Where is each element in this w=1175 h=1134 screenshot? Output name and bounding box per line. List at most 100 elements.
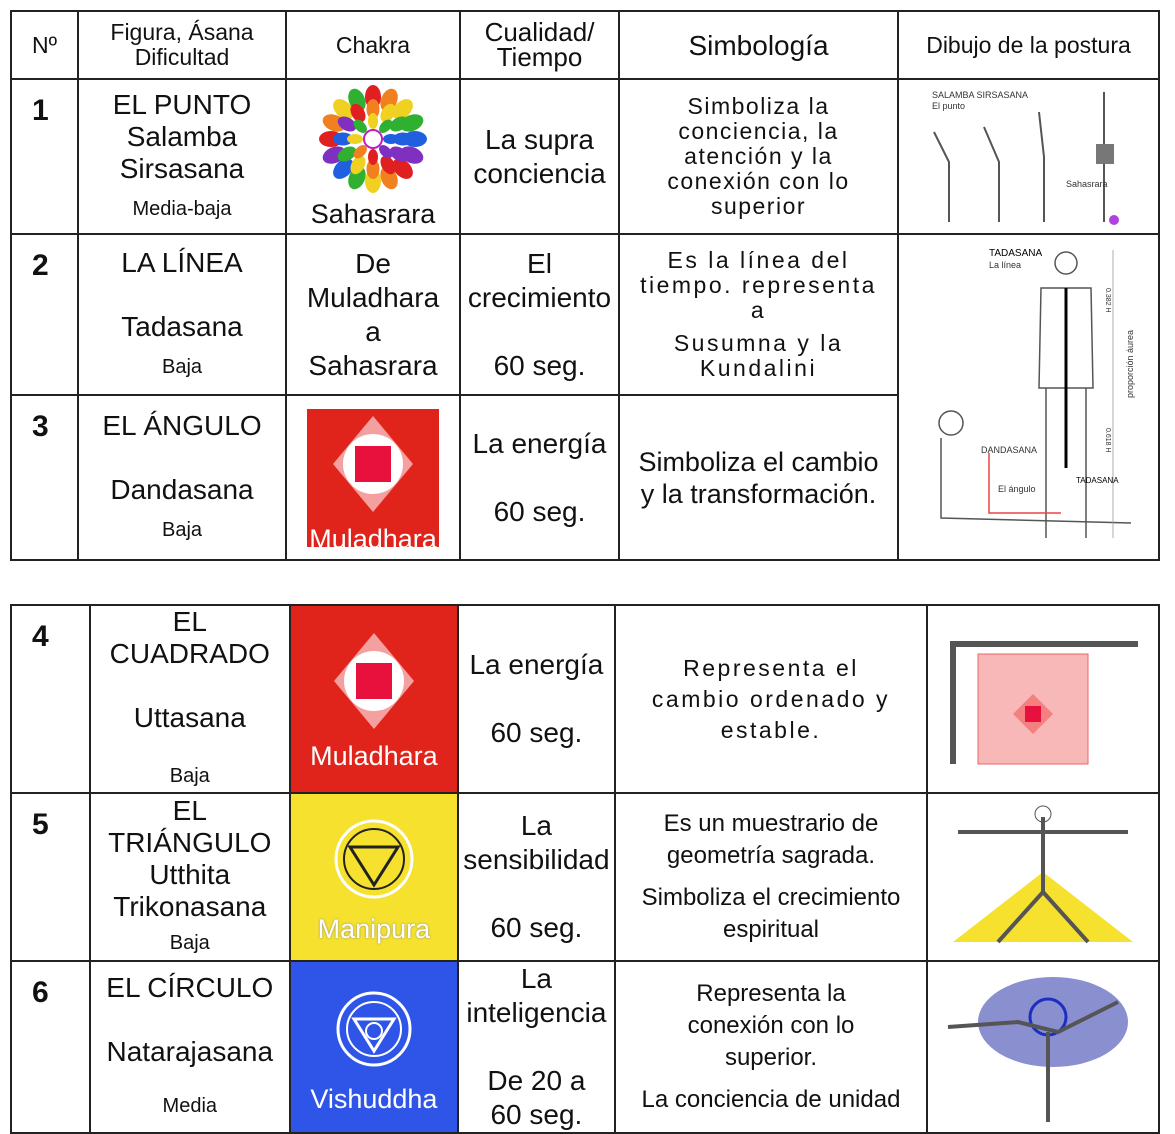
quality: La energía [469,649,604,680]
symbology: Representa la conexión con lo superior. [687,980,855,1071]
figure-name: EL TRIÁNGULO [108,795,272,858]
drawing-label: El punto [932,101,965,111]
drawing-tadasana-dandasana: TADASANA La línea 0.382 H 0.618 H propor… [897,233,1160,561]
drawing-label: Sahasrara [1066,179,1108,189]
difficulty: Baja [161,518,203,541]
muladhara-symbol-icon [333,415,413,512]
asana-name: Natarajasana [106,1036,274,1067]
asana-name: Dandasana [110,473,254,505]
muladhara-tile: Muladhara [307,408,439,554]
header-quality: Cualidad/ Tiempo [459,10,620,80]
drawing-label: TADASANA [1076,476,1119,485]
drawing-label: 0.382 H [1104,288,1111,313]
asana-name: Uttasana [133,702,246,733]
row-number: 5 [10,792,91,962]
time: 60 seg. [493,495,586,527]
quality: La energía [472,427,607,459]
difficulty: Media [162,1095,218,1117]
chakra-cell: Vishuddha [288,960,459,1134]
header-figure: Figura, Ásana Dificultad [77,10,287,80]
asana-name: Salamba Sirsasana [119,120,245,184]
row-number: 6 [10,960,91,1134]
dancer-pose-icon [947,977,1128,1122]
row-number: 3 [10,394,79,561]
figure-name: EL PUNTO [112,88,252,120]
manipura-symbol-icon [334,819,414,899]
quality: La sensibilidad [463,810,610,875]
muladhara-symbol-icon [333,633,414,729]
difficulty: Baja [169,765,210,787]
figure-name: EL CUADRADO [109,606,270,669]
figure-name: EL ÁNGULO [102,409,262,441]
chakra-cell: Muladhara [285,394,461,561]
chakra-name: Sahasrara [310,198,436,229]
chakra-name: De Muladhara a Sahasrara [285,233,461,396]
header-num: Nº [10,10,79,80]
header-chakra: Chakra [285,10,461,80]
time: 60 seg. [493,349,586,381]
quality-cell: La energía 60 seg. [459,394,620,561]
row-number: 2 [10,233,79,396]
chakra-name: Vishuddha [310,1084,438,1114]
quality: El crecimiento [467,247,612,313]
chakra-cell: Manipura [288,792,459,962]
drawing-salamba-sirsasana: SALAMBA SIRSASANA El punto Sahasrara [897,78,1160,235]
quality: La inteligencia [466,963,607,1028]
drawing-natarajasana [926,960,1160,1134]
symbology-cell: Representa la conexión con lo superior. L… [613,960,929,1134]
chakra-name: Muladhara [310,741,438,771]
drawing-label: 0.618 H [1104,428,1111,453]
header-drawing: Dibujo de la postura [897,10,1160,80]
symbology: Simboliza el crecimiento espiritual [641,884,901,943]
difficulty: Baja [169,932,210,954]
time: 60 seg. [490,912,583,943]
symbology: La conciencia de unidad [641,1086,901,1113]
symbology: Es un muestrario de geometría sagrada. [663,810,879,869]
vishuddha-symbol-icon [336,991,412,1067]
quality-cell: La inteligencia De 20 a 60 seg. [456,960,616,1134]
symbology: Representa el cambio ordenado y estable. [613,604,929,794]
chakra-name: Muladhara [309,523,437,554]
drawing-trikonasana [926,792,1160,962]
symbology: Simboliza la conciencia, la atención y l… [618,78,899,235]
symbology: Susumna y la Kundalini [673,330,844,381]
chakra-name: Manipura [317,914,431,944]
drawing-label: DANDASANA [981,445,1037,455]
drawing-label: proporción áurea [1125,330,1135,398]
headstand-figures-icon: SALAMBA SIRSASANA El punto Sahasrara [932,90,1119,225]
difficulty: Baja [161,355,203,378]
triangle-pose-icon [953,805,1133,944]
difficulty: Media-baja [132,197,232,220]
drawing-label: SALAMBA SIRSASANA [932,90,1028,100]
drawing-uttasana [926,604,1160,794]
symbology: Simboliza el cambio y la transformación. [618,394,899,561]
drawing-label: La línea [989,260,1021,270]
time: De 20 a 60 seg. [487,1065,586,1130]
row-number: 4 [10,604,91,794]
symbology-cell: Es un muestrario de geometría sagrada. Si… [613,792,929,962]
chakra-cell: Muladhara [288,604,459,794]
asana-name: Tadasana [121,310,243,342]
figure-name: LA LÍNEA [121,246,243,278]
forward-bend-square-icon [950,641,1138,765]
quality-cell: El crecimiento 60 seg. [459,233,620,396]
standing-seated-figures-icon: TADASANA La línea 0.382 H 0.618 H propor… [938,248,1135,538]
drawing-label: TADASANA [989,248,1042,259]
sahasrara-lotus-icon [319,84,427,193]
quality: La supra conciencia [459,78,620,235]
postures-table-top: Nº Figura, Ásana Dificultad Chakra Cuali… [10,10,1160,561]
drawing-label: El ángulo [998,484,1036,494]
